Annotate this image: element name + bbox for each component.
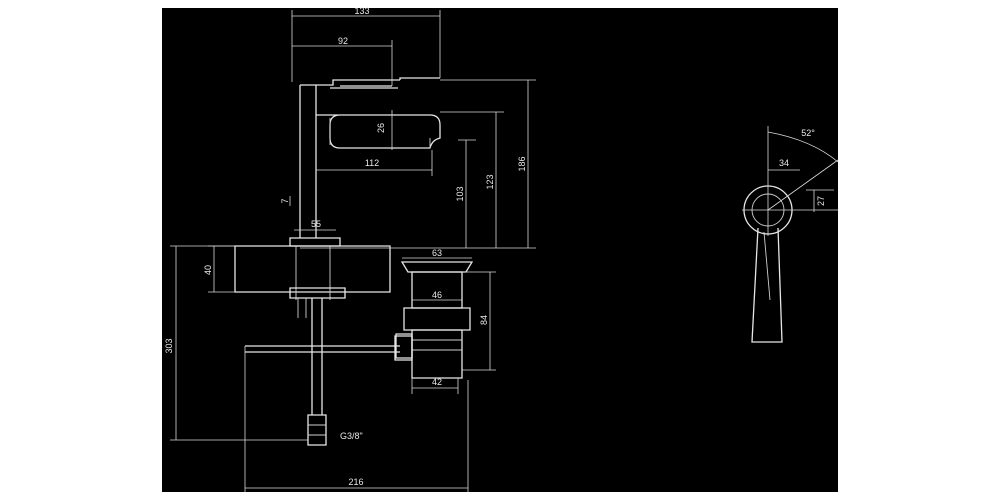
- dim-waste-top: 63: [432, 248, 442, 258]
- dim-below-deck: 303: [164, 338, 174, 353]
- dim-overall-width: 216: [348, 477, 363, 487]
- dim-top-width: 133: [354, 6, 369, 16]
- faucet-dimensions: [170, 10, 536, 492]
- dim-small-mark: 7: [280, 198, 290, 203]
- dim-connection: G3/8": [340, 431, 363, 441]
- dim-lever-height: 27: [816, 196, 826, 206]
- dim-waste-height: 84: [479, 315, 489, 325]
- dim-waste-body: 46: [432, 290, 442, 300]
- faucet-top-view: [742, 126, 839, 343]
- dim-deck-thickness: 40: [203, 265, 213, 275]
- dim-height-outlet: 103: [455, 186, 465, 201]
- faucet-side-view: [234, 77, 441, 446]
- dim-height-lever: 123: [485, 174, 495, 189]
- dim-spout-thickness: 26: [376, 123, 386, 133]
- dim-spout-reach: 92: [338, 36, 348, 46]
- dim-waste-bottom: 42: [432, 377, 442, 387]
- dim-spout-length: 112: [365, 158, 379, 168]
- dim-lever-angle: 52°: [801, 128, 815, 138]
- drawing-background: [162, 8, 838, 492]
- dim-lever-offset: 34: [779, 158, 789, 168]
- dim-total-height: 186: [517, 156, 527, 171]
- waste-dimensions: [402, 257, 496, 394]
- dim-base-diameter: 55: [311, 219, 321, 229]
- dimension-labels: 133 92 26 112 103 123 186 7 55 40 303 63…: [164, 6, 826, 487]
